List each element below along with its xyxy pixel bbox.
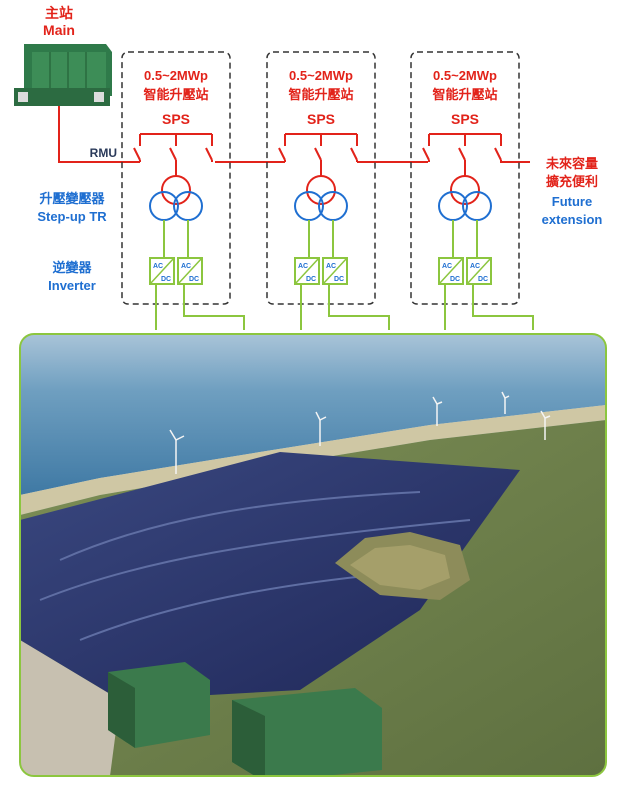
dc-feeders [300, 284, 390, 330]
sps-rating: 0.5~2MWp [289, 68, 353, 83]
sps-name-zh: 智能升壓站 [432, 87, 497, 102]
inverter-dc-label: DC [161, 276, 171, 283]
inverter-box-left: AC DC [438, 257, 464, 285]
transformer-icon [294, 175, 348, 221]
inverter-box-left: AC DC [149, 257, 175, 285]
stepup-tr-label-zh: 升壓變壓器 [39, 191, 105, 206]
main-station-label-zh: 主站 [45, 5, 73, 21]
switchgear [278, 133, 358, 176]
inverter-ac-label: AC [470, 263, 480, 270]
main-station-label-en: Main [43, 22, 75, 38]
future-label-en-2: extension [542, 212, 603, 227]
rmu-label: RMU [90, 146, 117, 160]
inverter-dc-label: DC [306, 276, 316, 283]
inverter-feeders [308, 220, 334, 258]
sps-name-en: SPS [307, 111, 335, 127]
future-label-zh-1: 未來容量 [545, 156, 598, 171]
sps-name-en: SPS [162, 111, 190, 127]
dc-feeders [444, 284, 534, 330]
future-label-zh-2: 擴充便利 [546, 174, 598, 189]
transformer-icon [438, 175, 492, 221]
inverter-ac-label: AC [442, 263, 452, 270]
main-station-container-icon [14, 44, 112, 106]
switchgear [422, 133, 502, 176]
transformer-icon [149, 175, 203, 221]
inverter-ac-label: AC [153, 263, 163, 270]
inverter-dc-label: DC [189, 276, 199, 283]
sps-name-zh: 智能升壓站 [288, 87, 353, 102]
inverter-ac-label: AC [298, 263, 308, 270]
inverter-ac-label: AC [181, 263, 191, 270]
inverter-dc-label: DC [450, 276, 460, 283]
inverter-box-right: AC DC [322, 257, 348, 285]
sps-module-border [121, 51, 231, 305]
inverter-dc-label: DC [334, 276, 344, 283]
inverter-box-right: AC DC [177, 257, 203, 285]
inverter-box-left: AC DC [294, 257, 320, 285]
sps-rating: 0.5~2MWp [144, 68, 208, 83]
inverter-feeders [452, 220, 478, 258]
red-bus-lines [58, 106, 530, 163]
sps-modules: 0.5~2MWp 智能升壓站 SPS AC DC AC DC 0.5~2MWp 智能升壓站 SPS… [121, 51, 534, 330]
solar-farm-photo [20, 334, 606, 776]
photo-frame [19, 333, 607, 777]
sps-name-en: SPS [451, 111, 479, 127]
switchgear [133, 133, 213, 176]
dc-feeders [155, 284, 245, 330]
inverter-label-en: Inverter [48, 278, 96, 293]
inverter-ac-label: AC [326, 263, 336, 270]
inverter-dc-label: DC [478, 276, 488, 283]
sps-name-zh: 智能升壓站 [143, 87, 208, 102]
sps-module-3: 0.5~2MWp 智能升壓站 SPS AC DC AC DC [410, 51, 534, 330]
sps-module-2: 0.5~2MWp 智能升壓站 SPS AC DC AC DC [266, 51, 390, 330]
inverter-label-zh: 逆變器 [52, 260, 92, 275]
sps-module-1: 0.5~2MWp 智能升壓站 SPS AC DC AC DC [121, 51, 245, 330]
sps-module-border [410, 51, 520, 305]
sps-module-border [266, 51, 376, 305]
inverter-box-right: AC DC [466, 257, 492, 285]
stepup-tr-label-en: Step-up TR [37, 209, 107, 224]
sps-rating: 0.5~2MWp [433, 68, 497, 83]
future-label-en-1: Future [552, 194, 592, 209]
inverter-feeders [163, 220, 189, 258]
